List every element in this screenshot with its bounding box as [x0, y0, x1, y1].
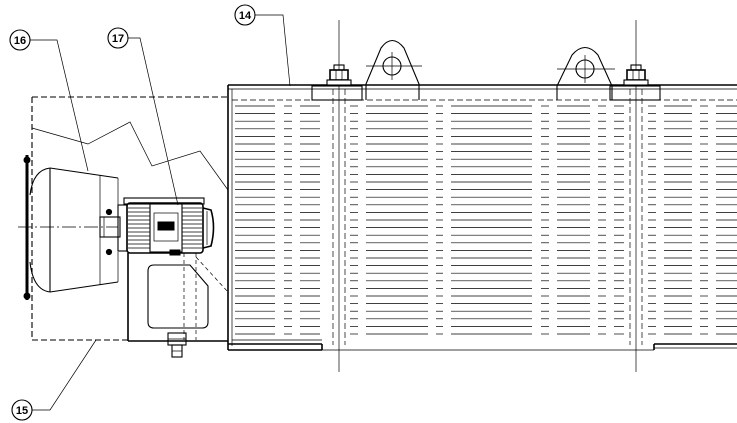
- housing-outline: [31, 96, 229, 341]
- inlet-bell-bottom: [29, 261, 51, 293]
- bolt-right: [623, 64, 649, 86]
- base-plate-right: [609, 85, 661, 101]
- callout-14: 14: [234, 4, 291, 87]
- callout-17-label: 17: [112, 33, 124, 45]
- fan-assembly: [18, 155, 121, 300]
- inlet-bolt-bottom: [23, 292, 31, 300]
- lifting-lug-left: [365, 39, 422, 100]
- motor-end-bell: [202, 207, 215, 249]
- bolt-left: [326, 64, 352, 86]
- inlet-bell-top: [29, 167, 51, 196]
- callout-15-label: 15: [16, 405, 28, 417]
- motor-flange: [117, 204, 128, 252]
- lifting-lug-right: [556, 46, 615, 100]
- motor-fins: [128, 207, 202, 249]
- fan-hub: [99, 216, 121, 238]
- bracket-window: [147, 264, 209, 329]
- callout-14-label: 14: [239, 10, 252, 22]
- motor: [117, 197, 215, 256]
- inlet-bolt-top: [23, 156, 31, 164]
- base-plate-left: [311, 85, 363, 101]
- callout-15: 15: [11, 339, 97, 421]
- coil-fins: [235, 105, 737, 335]
- callout-17: 17: [107, 27, 179, 206]
- motor-nameplate: [157, 221, 175, 231]
- motor-bracket: [127, 253, 229, 358]
- motor-body: [126, 202, 204, 254]
- coil-casing: [227, 84, 737, 351]
- callout-16: 16: [9, 29, 89, 172]
- callout-16-label: 16: [14, 35, 26, 47]
